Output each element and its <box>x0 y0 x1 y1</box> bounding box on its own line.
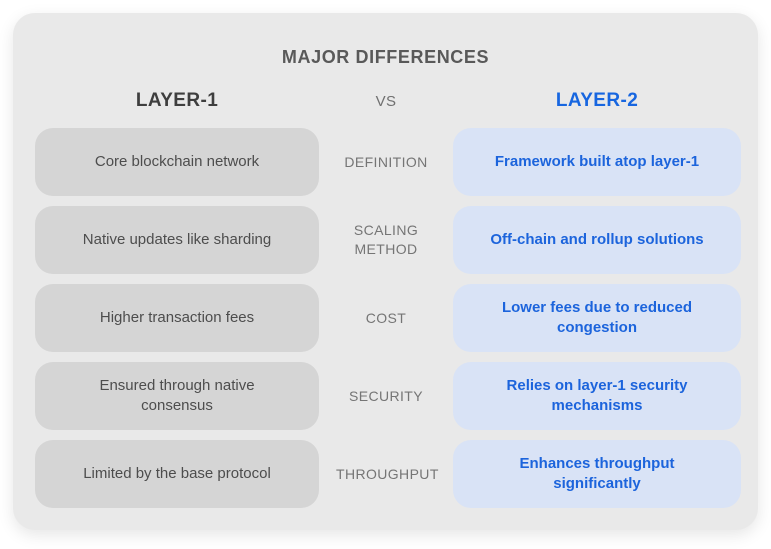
layer2-cell-definition: Framework built atop layer-1 <box>453 128 741 196</box>
layer1-cell-security: Ensured through native consensus <box>35 362 319 430</box>
row-label-throughput: THROUGHPUT <box>336 465 439 482</box>
layer2-cell-throughput: Enhances throughput significantly <box>453 440 741 508</box>
layer1-cell-cost: Higher transaction fees <box>35 284 319 352</box>
vs-label: VS <box>375 92 397 110</box>
comparison-card: MAJOR DIFFERENCES LAYER-1 VS LAYER-2 Cor… <box>13 13 758 530</box>
layer1-cell-definition: Core blockchain network <box>35 128 319 196</box>
layer2-column-header: LAYER-2 <box>555 90 639 111</box>
row-label-security: SECURITY <box>349 387 423 404</box>
layer2-cell-security: Relies on layer-1 security mechanisms <box>453 362 741 430</box>
row-label-scaling-method: SCALING METHOD <box>353 222 419 257</box>
column-headers: LAYER-1 VS LAYER-2 <box>13 90 758 112</box>
comparison-rows: Core blockchain network DEFINITION Frame… <box>13 128 758 508</box>
row-label-definition: DEFINITION <box>344 153 428 170</box>
page-title: MAJOR DIFFERENCES <box>281 47 490 67</box>
layer2-cell-cost: Lower fees due to reduced congestion <box>453 284 741 352</box>
layer1-cell-scaling-method: Native updates like sharding <box>35 206 319 274</box>
layer1-cell-throughput: Limited by the base protocol <box>35 440 319 508</box>
row-label-cost: COST <box>365 309 407 326</box>
layer1-column-header: LAYER-1 <box>135 90 219 111</box>
layer2-cell-scaling-method: Off-chain and rollup solutions <box>453 206 741 274</box>
